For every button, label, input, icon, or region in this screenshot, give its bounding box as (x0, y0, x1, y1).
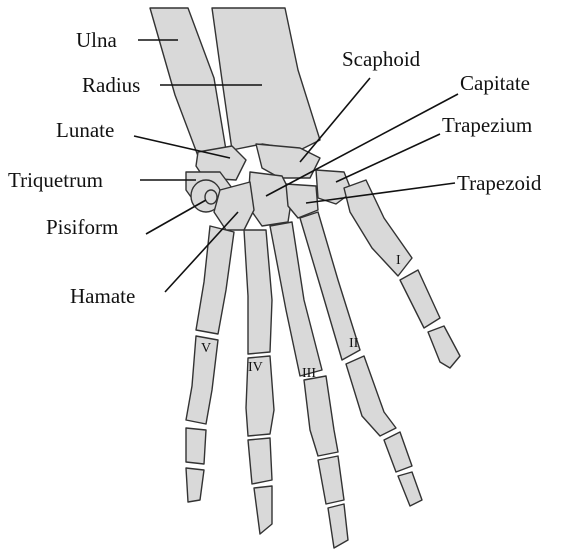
index-middle-phalanx (384, 432, 412, 472)
scaphoid-label: Scaphoid (342, 47, 421, 71)
little-metacarpal (196, 226, 234, 334)
lunate-label: Lunate (56, 118, 114, 142)
capitate-bone (248, 172, 292, 226)
capitate-label: Capitate (460, 71, 530, 95)
thumb-distal-phalanx (428, 326, 460, 368)
ulna-label: Ulna (76, 28, 118, 52)
thumb-proximal-phalanx (400, 270, 440, 328)
index-distal-phalanx (398, 472, 422, 506)
digit-numeral-ring: IV (248, 360, 263, 375)
trapezium-label: Trapezium (442, 113, 532, 137)
pisiform-leader (146, 200, 206, 234)
ring-middle-phalanx (248, 438, 272, 484)
digit-numeral-thumb: I (396, 253, 401, 268)
trapezium-leader (336, 134, 440, 182)
thumb-metacarpal (344, 180, 412, 276)
hamate-label: Hamate (70, 284, 135, 308)
digit-numeral-middle: III (302, 366, 316, 381)
trapezoid-label: Trapezoid (457, 171, 542, 195)
middle-middle-phalanx (318, 456, 344, 504)
middle-proximal-phalanx (304, 376, 338, 456)
middle-distal-phalanx (328, 504, 348, 548)
digit-numeral-little: V (201, 341, 211, 356)
triquetrum-label: Triquetrum (8, 168, 103, 192)
little-distal-phalanx (186, 468, 204, 502)
index-proximal-phalanx (346, 356, 396, 436)
radius-label: Radius (82, 73, 140, 97)
little-middle-phalanx (186, 428, 206, 464)
ring-distal-phalanx (254, 486, 272, 534)
pisiform-label: Pisiform (46, 215, 118, 239)
digit-numeral-index: II (349, 336, 359, 351)
radius-bone (212, 8, 320, 150)
ring-metacarpal (244, 230, 272, 354)
pisiform-inner-outline (205, 190, 217, 204)
